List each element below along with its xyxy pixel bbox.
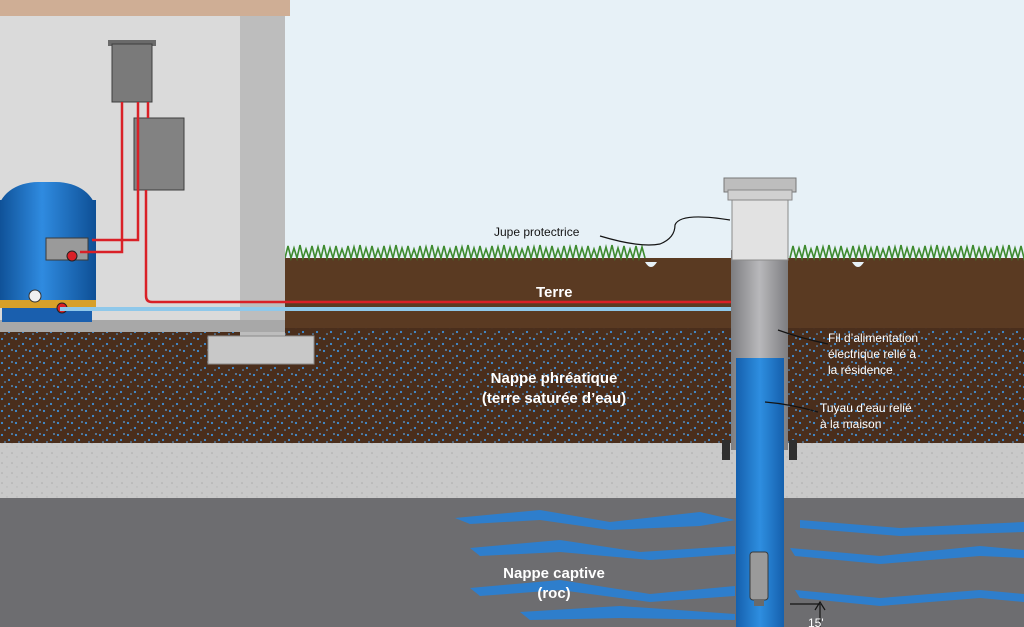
- depth-marker: [790, 600, 826, 627]
- fil-pointer: [777, 329, 829, 345]
- water-table-dots: [0, 328, 1024, 443]
- label-depth: 15': [808, 616, 824, 627]
- ground-bump-right: [852, 262, 864, 267]
- house-roof-edge: [0, 0, 290, 16]
- house-floor: [0, 320, 285, 332]
- label-tuyau-line2: à la maison: [820, 417, 881, 431]
- label-jupe-protectrice: Jupe protectrice: [494, 225, 580, 239]
- label-nappe-captive-line2: (roc): [537, 585, 570, 602]
- label-tuyau-line1: Tuyau d’eau relié: [820, 401, 912, 415]
- label-nappe-phreatique-line1: Nappe phréatique: [491, 370, 618, 387]
- gravel-texture: [0, 443, 1024, 498]
- label-fil-line3: la résidence: [828, 363, 893, 377]
- grass-line: [284, 243, 1024, 262]
- house-footing: [207, 335, 315, 365]
- ground-bump-left: [645, 262, 657, 267]
- label-fil-line1: Fil d’alimentation: [828, 331, 918, 345]
- house-wall-side: [240, 16, 285, 338]
- jupe-pointer: [599, 216, 731, 246]
- well-cap-icon: [731, 197, 789, 261]
- label-nappe-phreatique-line2: (terre saturée d’eau): [482, 390, 626, 407]
- tuyau-pointer: [764, 401, 819, 413]
- pressure-tank-icon: [0, 182, 96, 322]
- electric-wire: [80, 102, 766, 555]
- electrical-box-icon: [108, 40, 156, 103]
- submersible-pump-icon: [749, 551, 769, 606]
- aquifer-fractures: [455, 510, 1024, 620]
- label-fil-line2: électrique relié à: [828, 347, 916, 361]
- label-terre: Terre: [536, 284, 572, 301]
- callout-lines: [599, 216, 829, 413]
- control-box-icon: [133, 117, 185, 191]
- label-nappe-captive-line1: Nappe captive: [503, 565, 605, 582]
